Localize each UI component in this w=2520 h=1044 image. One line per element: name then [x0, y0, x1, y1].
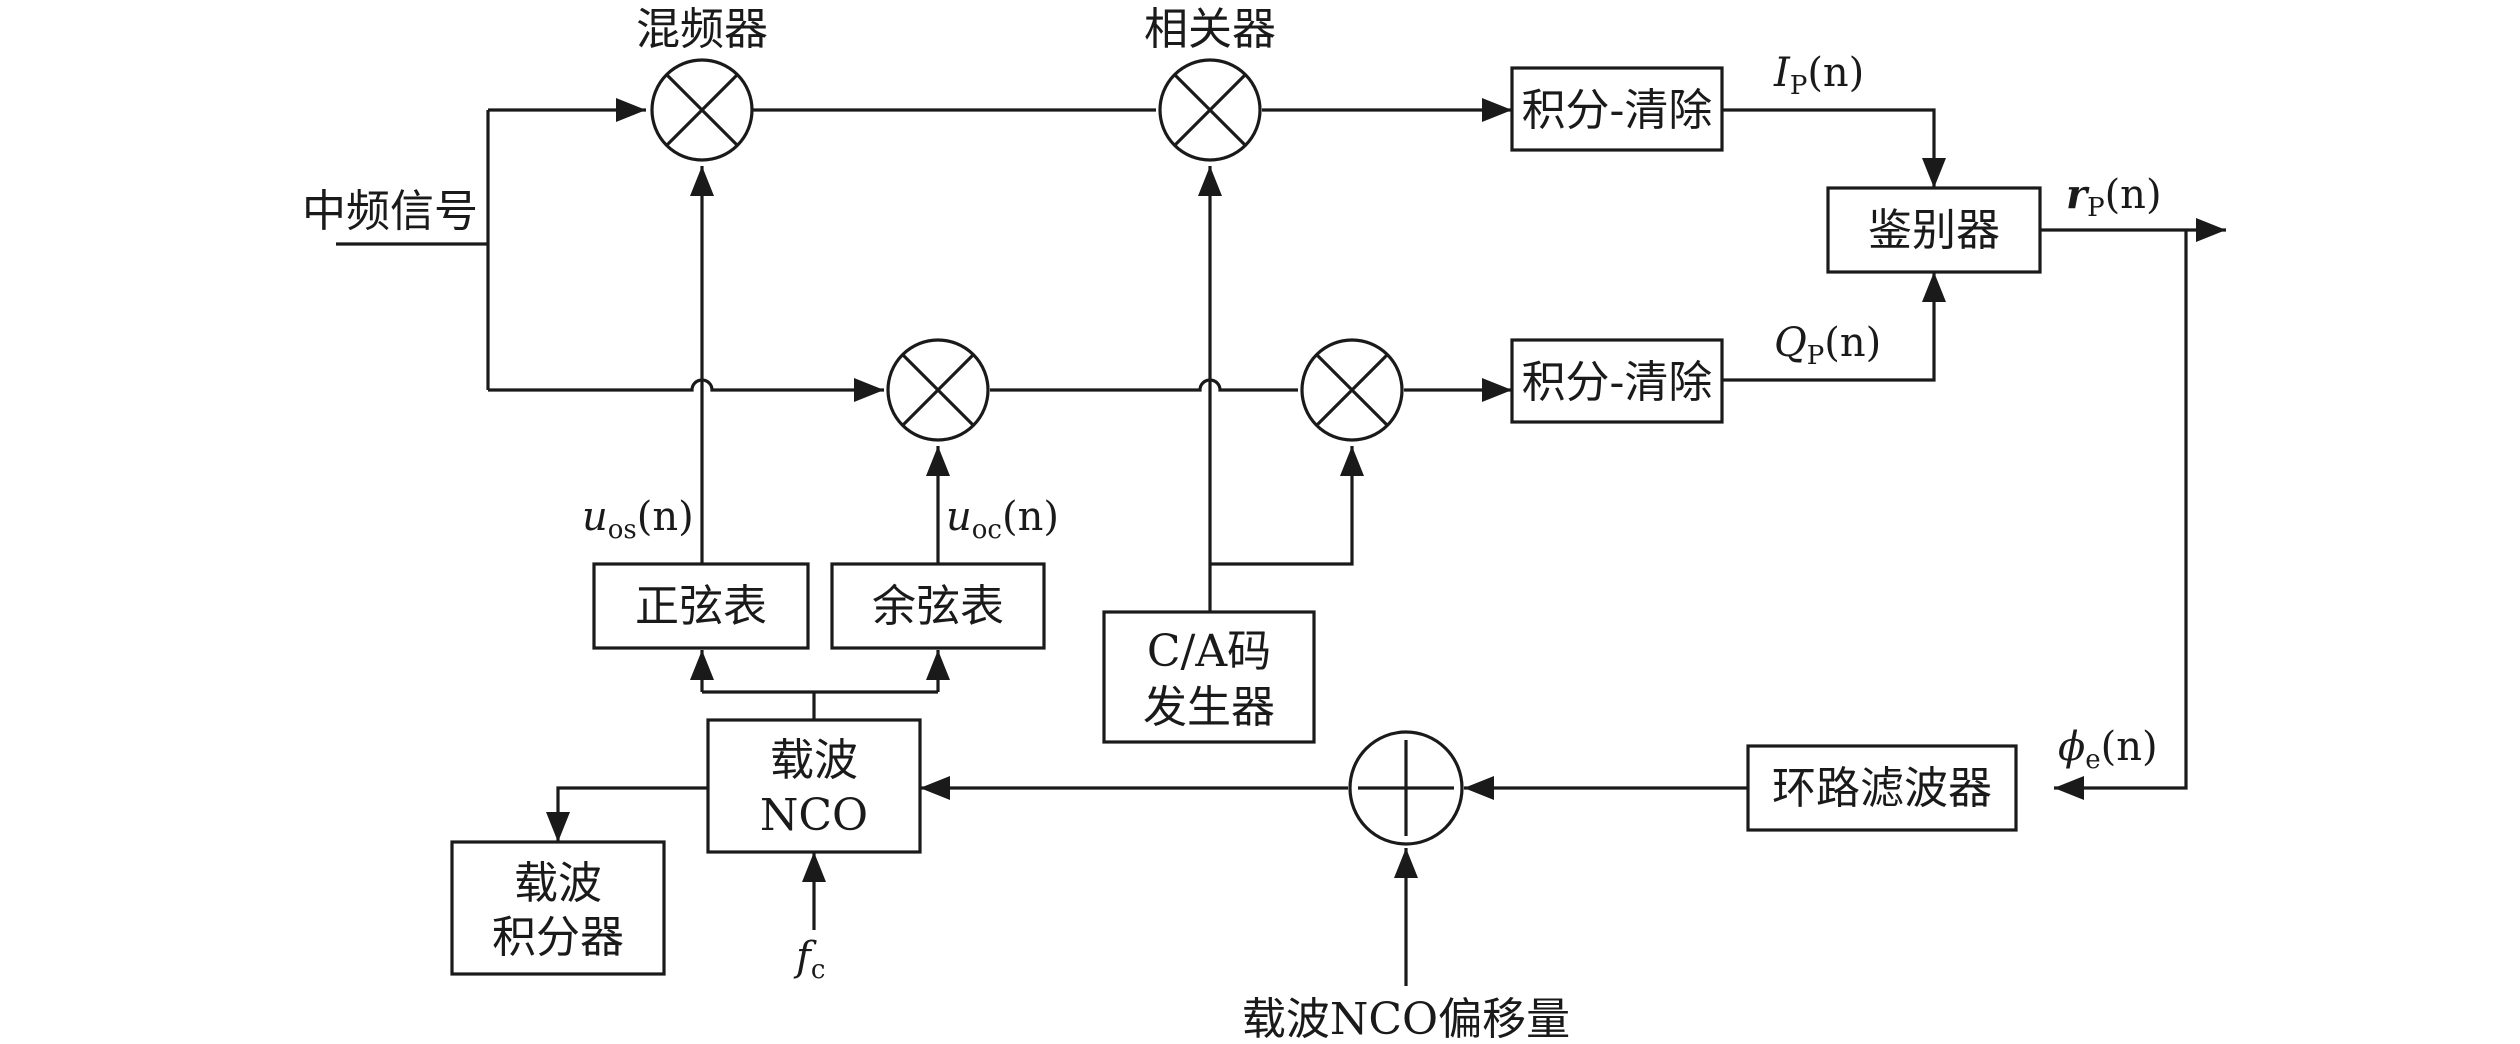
ip-signal-label: IP(n) [1773, 50, 1864, 101]
feedback-wire [2054, 230, 2188, 800]
wires [336, 98, 2226, 986]
carrier-integrator-label-line2: 积分器 [492, 912, 624, 963]
ca-code-label-line1: C/A码 [1147, 626, 1271, 677]
if-input-label: 中频信号 [302, 186, 478, 237]
correlator-label: 相关器 [1144, 4, 1276, 55]
integrate-dump-i-box [1510, 66, 1724, 152]
phi-e-signal-label: ϕe(n) [2058, 724, 2158, 775]
carrier-integrator-box [450, 840, 666, 976]
correlator-i [1158, 58, 1262, 162]
mixer-i [650, 58, 754, 162]
sine-table-label: 正弦表 [635, 581, 767, 632]
discriminator-label: 鉴别器 [1868, 205, 2000, 256]
integrate-dump-q-label: 积分-清除 [1522, 357, 1713, 408]
adder [1348, 730, 1464, 846]
nco-to-integrator-wire [546, 786, 708, 842]
ca-to-correlator-q-wire [1210, 446, 1364, 566]
mixer-q [886, 338, 990, 442]
carrier-integrator-label-line1: 载波 [514, 858, 602, 909]
mixer-label: 混频器 [636, 4, 768, 55]
ca-code-label-line2: 发生器 [1143, 682, 1275, 733]
sine-table-box [592, 562, 810, 650]
integrate-dump-i-label: 积分-清除 [1522, 85, 1713, 136]
loop-filter-box [1746, 744, 2018, 832]
correlator-q [1300, 338, 1404, 442]
mixer-q-to-correlator-q-wire [990, 378, 1298, 392]
cosine-table-box [830, 562, 1046, 650]
if-to-mixer-q-wire [488, 378, 884, 402]
carrier-nco-label-line2: NCO [760, 790, 868, 841]
u-oc-signal-label: uoc(n) [946, 494, 1059, 545]
ip-to-discriminator-wire [1722, 108, 1946, 188]
integrate-dump-q-box [1510, 338, 1724, 424]
fc-signal-label: fc [793, 934, 825, 985]
nco-offset-label: 载波NCO偏移量 [1242, 994, 1570, 1044]
carrier-nco-label-line1: 载波 [770, 735, 858, 786]
loop-filter-label: 环路滤波器 [1772, 763, 1992, 814]
discriminator-box [1826, 186, 2042, 274]
u-os-signal-label: uos(n) [582, 494, 694, 545]
cosine-table-label: 余弦表 [872, 581, 1004, 632]
rp-signal-label: rP(n) [2066, 171, 2162, 223]
carrier-nco-box [706, 718, 922, 854]
ca-code-generator-box [1102, 610, 1316, 744]
qp-signal-label: QP(n) [1774, 320, 1881, 371]
qp-to-discriminator-wire [1722, 272, 1946, 382]
